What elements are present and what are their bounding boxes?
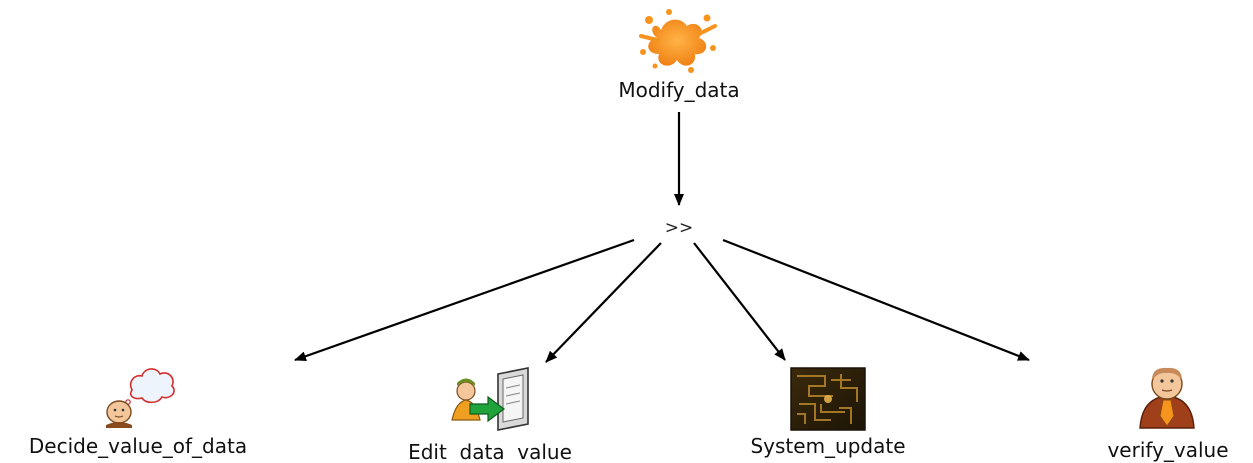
system-maze-icon bbox=[790, 367, 866, 431]
child-label-decide: Decide_value_of_data bbox=[29, 434, 247, 458]
person-with-tie-icon bbox=[1139, 367, 1195, 429]
thinking-person-icon bbox=[106, 368, 175, 428]
edge-operator-to-edit bbox=[545, 242, 662, 363]
edge-operator-to-system bbox=[693, 242, 786, 361]
child-node-verify[interactable]: verify_value bbox=[1107, 367, 1229, 462]
child-label-system: System_update bbox=[750, 434, 905, 458]
paint-splat-icon bbox=[639, 9, 717, 73]
child-node-decide[interactable]: Decide_value_of_data bbox=[29, 368, 247, 458]
root-label: Modify_data bbox=[618, 78, 739, 102]
edge-operator-to-verify bbox=[722, 238, 1030, 362]
sequence-operator-node[interactable]: >> bbox=[665, 218, 694, 238]
edge-operator-to-decide bbox=[294, 238, 635, 362]
child-node-edit[interactable]: Edit data value bbox=[408, 367, 572, 463]
child-label-verify: verify_value bbox=[1107, 438, 1228, 462]
person-editing-screen-icon bbox=[451, 367, 529, 431]
child-node-system[interactable]: System_update bbox=[750, 367, 906, 458]
child-label-edit: Edit data value bbox=[408, 440, 572, 463]
operator-label: >> bbox=[665, 218, 694, 238]
root-node[interactable]: Modify_data bbox=[618, 9, 740, 102]
